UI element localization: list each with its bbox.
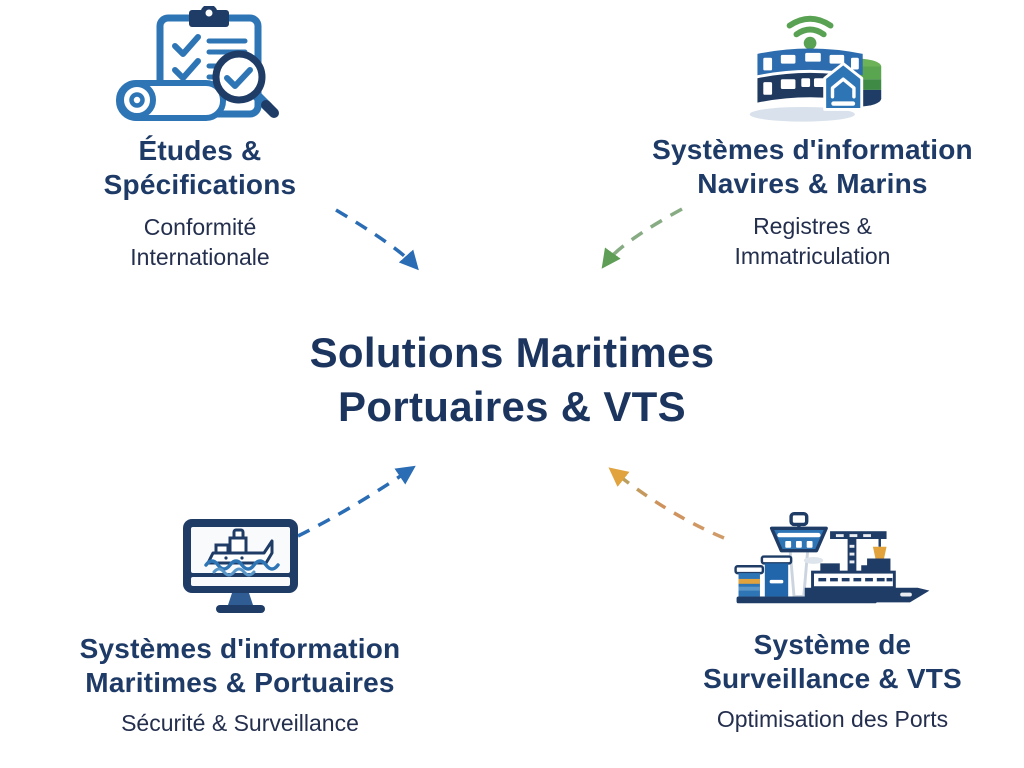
quadrant-subtitle: Optimisation des Ports <box>717 704 948 734</box>
quadrant-title: Système de Surveillance & VTS <box>703 628 962 696</box>
quadrant-subtitle: Conformité Internationale <box>130 212 269 272</box>
registry-building-database-icon <box>749 15 881 122</box>
quadrant-title: Systèmes d'information Navires & Marins <box>652 133 973 201</box>
center-title-line: Portuaires & VTS <box>338 383 686 430</box>
title-line: Spécifications <box>103 169 297 200</box>
title-line: Études & <box>138 135 262 166</box>
quadrant-title: Études & Spécifications <box>104 134 297 202</box>
port-tower-crane-ship-icon <box>734 511 930 604</box>
subtitle-line: Optimisation des Ports <box>716 706 949 732</box>
center-title: Solutions Maritimes Portuaires & VTS <box>0 326 1024 434</box>
title-line: Système de <box>753 629 912 660</box>
quadrant-subtitle: Registres & Immatriculation <box>735 211 891 271</box>
quadrant-surveillance-vts: Système de Surveillance & VTS Optimisati… <box>630 502 1024 734</box>
quadrant-title: Systèmes d'information Maritimes & Portu… <box>80 632 401 700</box>
subtitle-line: Sécurité & Surveillance <box>121 710 359 736</box>
subtitle-line: Internationale <box>130 244 270 270</box>
title-line: Systèmes d'information <box>652 134 973 165</box>
subtitle-line: Registres & <box>753 213 872 239</box>
title-line: Maritimes & Portuaires <box>85 667 395 698</box>
subtitle-line: Conformité <box>143 214 257 240</box>
quadrant-subtitle: Sécurité & Surveillance <box>121 708 359 738</box>
title-line: Surveillance & VTS <box>703 663 962 694</box>
quadrant-maritimes-portuaires: Systèmes d'information Maritimes & Portu… <box>35 516 445 738</box>
title-line: Systèmes d'information <box>79 633 401 664</box>
quadrant-navires-marins: Systèmes d'information Navires & Marins … <box>615 10 1010 271</box>
monitor-ship-icon <box>182 519 298 613</box>
clipboard-checklist-magnifier-icon <box>115 6 279 121</box>
quadrant-etudes-specifications: Études & Spécifications Conformité Inter… <box>30 6 370 272</box>
center-title-line: Solutions Maritimes <box>309 329 715 376</box>
subtitle-line: Immatriculation <box>734 243 891 269</box>
title-line: Navires & Marins <box>697 168 928 199</box>
